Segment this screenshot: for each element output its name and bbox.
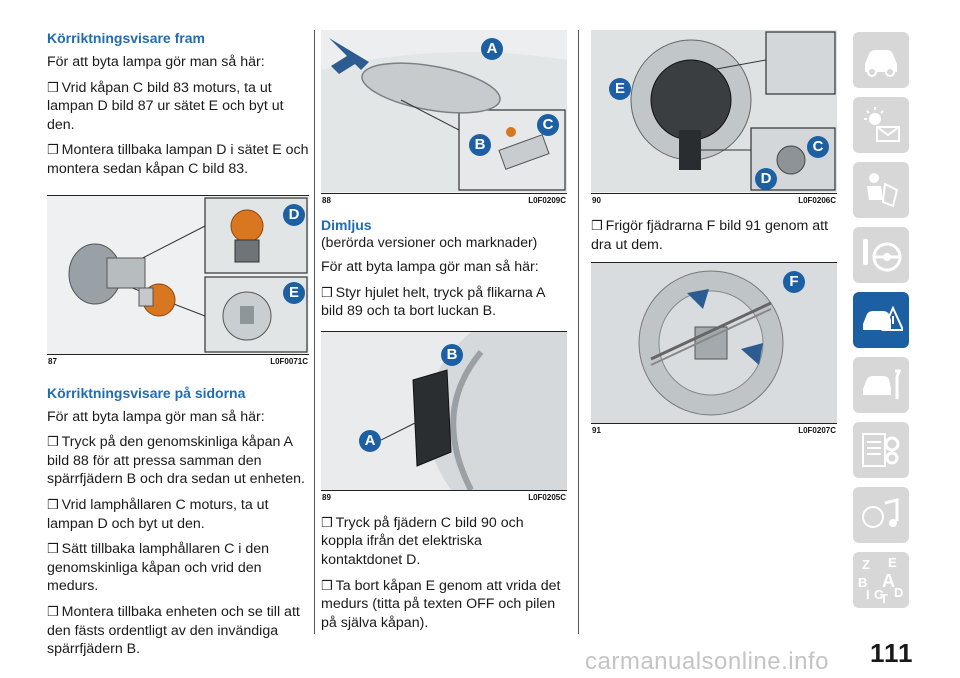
figure-87: D E — [47, 194, 309, 355]
step-item: ❒Sätt tillbaka lamphållaren C i den geno… — [47, 541, 270, 595]
checkbox-icon: ❒ — [321, 284, 333, 300]
intro-front: För att byta lampa gör man så här: — [47, 54, 265, 70]
checkbox-icon: ❒ — [321, 514, 333, 530]
checkbox-icon: ❒ — [47, 496, 59, 512]
label-badge-e: E — [609, 78, 631, 100]
fog-light-housing-illustration — [591, 30, 837, 192]
multimedia-icon — [862, 498, 899, 528]
column-1: Körriktningsvisare fram För att byta lam… — [47, 30, 309, 666]
figure-88: A B C — [321, 30, 567, 194]
label-badge-d: D — [283, 203, 305, 226]
checkbox-icon: ❒ — [47, 603, 59, 619]
alphabet-index-icon: Z E B A I C T D — [858, 555, 904, 606]
step-item: ❒Styr hjulet helt, tryck på flikarna A b… — [321, 284, 545, 320]
figure-91: F — [591, 262, 837, 425]
spring-release-illustration — [591, 263, 837, 424]
label-badge-a: A — [359, 429, 381, 452]
specs-gears-icon — [862, 433, 900, 467]
column-divider — [314, 30, 315, 634]
label-badge-e: E — [283, 281, 305, 304]
tab-dashboard[interactable] — [853, 32, 909, 88]
label-badge-f: F — [783, 271, 805, 294]
side-indicator-illustration — [321, 30, 567, 192]
step-item: ❒Montera tillbaka enheten och se till at… — [47, 603, 300, 658]
label-badge-b: B — [441, 343, 463, 366]
label-badge-a: A — [481, 38, 503, 60]
step-item: ❒Tryck på fjädern C bild 90 och koppla i… — [321, 514, 524, 568]
checkbox-icon: ❒ — [321, 577, 333, 593]
step-item: ❒Ta bort kåpan E genom att vrida det med… — [321, 577, 561, 631]
step-item: ❒Montera tillbaka lampan D i sätet E och… — [47, 142, 309, 177]
intro-fog: För att byta lampa gör man så här: — [321, 259, 539, 275]
step-item: ❒Tryck på den genomskinliga kåpan A bild… — [47, 434, 305, 488]
tab-technical-specs[interactable] — [853, 422, 909, 478]
label-badge-d: D — [755, 168, 777, 190]
checkbox-icon: ❒ — [47, 142, 59, 158]
page-number: 111 — [870, 638, 914, 668]
label-badge-c: C — [537, 114, 559, 136]
intro-side: För att byta lampa gör man så här: — [47, 408, 265, 425]
dashboard-car-icon — [865, 50, 897, 77]
subheading-versions: (berörda versioner och marknader) — [321, 234, 538, 250]
checkbox-icon: ❒ — [47, 541, 59, 557]
figure-90: E C D — [591, 30, 837, 194]
step-item: ❒Vrid kåpan C bild 83 moturs, ta ut lamp… — [47, 79, 284, 133]
column-divider — [578, 30, 579, 634]
figure-89: B A — [321, 330, 567, 491]
heading-side-indicators: Körriktningsvisare på sidorna — [47, 384, 246, 401]
heading-front-indicators: Körriktningsvisare fram — [47, 30, 205, 46]
safety-seat-icon — [867, 173, 899, 208]
checkbox-icon: ❒ — [591, 218, 603, 233]
tab-index[interactable]: Z E B A I C T D — [853, 552, 909, 608]
tab-driving[interactable] — [853, 227, 909, 283]
step-item: ❒Vrid lamphållaren C moturs, ta ut lampa… — [47, 496, 269, 532]
bulb-assembly-illustration — [47, 195, 309, 354]
tab-safety[interactable] — [853, 162, 909, 218]
steering-wheel-icon — [863, 239, 902, 272]
heading-fog-lights: Dimljus — [321, 217, 372, 233]
tab-emergency[interactable] — [853, 292, 909, 348]
warning-lights-icon — [864, 107, 900, 142]
step-item: ❒Frigör fjädrarna F bild 91 genom att dr… — [591, 218, 829, 253]
tab-multimedia[interactable] — [853, 487, 909, 543]
label-badge-c: C — [807, 136, 829, 158]
car-breakdown-icon — [863, 305, 903, 331]
car-service-icon — [863, 369, 902, 399]
chapter-tabs: Z E B A I C T D — [853, 32, 909, 617]
tab-maintenance[interactable] — [853, 357, 909, 413]
checkbox-icon: ❒ — [47, 434, 59, 450]
watermark: carmanualsonline.info — [585, 648, 829, 675]
tab-warning-lights[interactable] — [853, 97, 909, 153]
checkbox-icon: ❒ — [47, 79, 59, 95]
label-badge-b: B — [469, 134, 491, 156]
